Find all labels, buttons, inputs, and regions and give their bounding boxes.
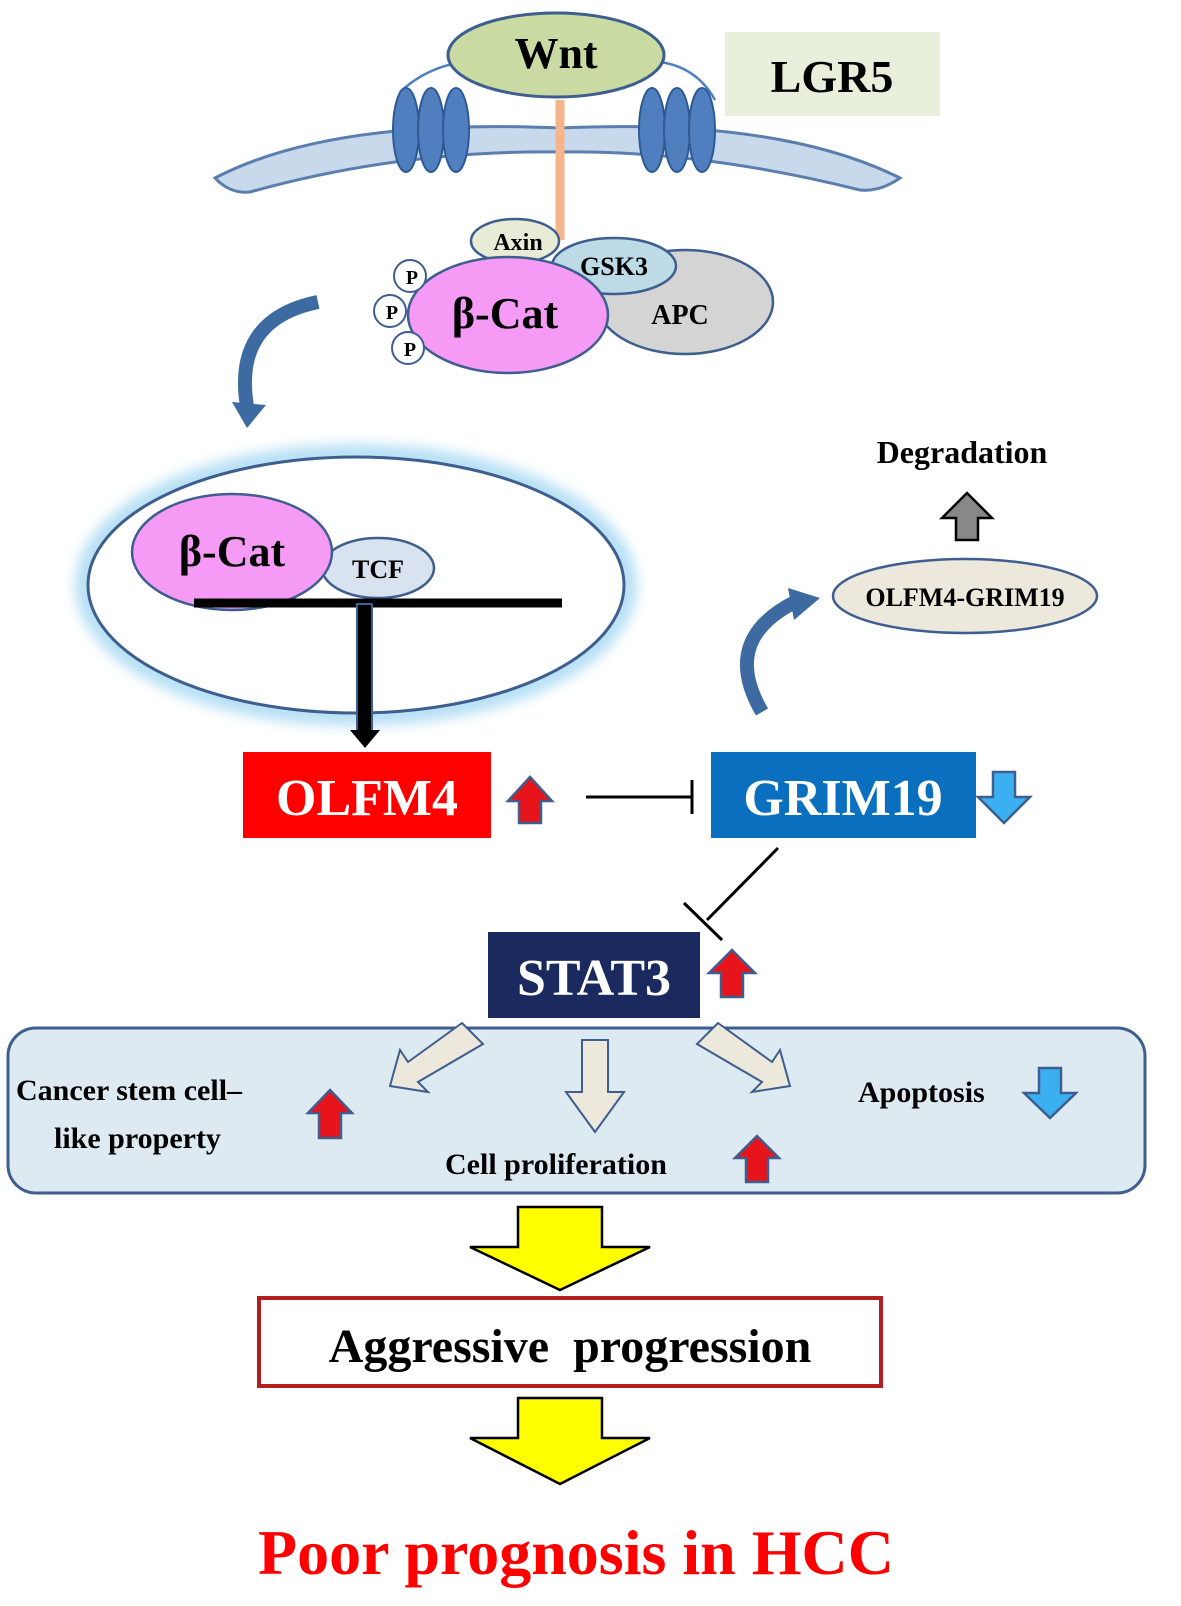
lgr5-receptor-left [392,87,470,173]
olfm4-grim19-complex: OLFM4-GRIM19 [831,557,1099,635]
destruction-complex: APC GSK3 Axin β-Cat P P P [373,217,775,375]
inhibition-line-grim19-stat3 [705,846,780,922]
olfm4-label: OLFM4 [276,770,458,827]
yellow-arrow-1 [469,1205,651,1292]
apoptosis-down-arrow [1020,1066,1080,1120]
stat3-box: STAT3 [488,932,700,1018]
wnt-label: Wnt [514,29,597,78]
translocation-arrow-head [232,402,266,428]
svg-text:P: P [404,339,416,361]
tcf-label: TCF [352,555,404,584]
lgr5-receptor-right [638,87,716,173]
cell-proliferation-up-arrow [731,1134,783,1184]
beta-catenin-nucleus [130,492,334,612]
gsk3-label: GSK3 [580,252,648,281]
translocation-arrow [237,295,320,414]
olfm4-box: OLFM4 [243,752,491,838]
apc-label: APC [651,300,709,331]
cancer-stem-cell-up-arrow [305,1088,355,1140]
svg-text:P: P [406,267,418,289]
effect-arrow-right [695,1021,792,1094]
complex-formation-arrow [740,595,799,716]
cancer-stem-cell-label-line1: Cancer stem cell– [16,1074,243,1107]
effects-panel [6,1026,1147,1195]
poor-prognosis-label: Poor prognosis in HCC [258,1517,894,1588]
beta-catenin-cytoplasm-label: β-Cat [452,289,559,338]
transcription-arrow-head [350,730,380,748]
olfm4-up-arrow [505,775,555,825]
grim19-box: GRIM19 [711,752,976,838]
grim19-label: GRIM19 [743,770,942,827]
lgr5-tag: LGR5 [725,32,940,116]
effect-arrow-left [388,1021,485,1094]
wnt-ligand: Wnt [446,11,666,99]
svg-text:P: P [386,302,398,324]
phosphate-group: P P P [373,259,427,365]
effect-arrow-middle [564,1039,626,1134]
axin-label: Axin [493,230,542,256]
cell-membrane [212,125,903,194]
cell-proliferation-label: Cell proliferation [445,1148,667,1181]
inhibition-bar-grim19-stat3 [682,901,724,942]
apoptosis-label: Apoptosis [858,1076,985,1109]
stat3-label: STAT3 [517,950,671,1007]
aggressive-progression-box: Aggressive progression [257,1296,883,1388]
yellow-arrow-2 [469,1396,651,1486]
stat3-up-arrow [705,948,759,999]
complex-label: OLFM4-GRIM19 [865,583,1064,612]
grim19-down-arrow [974,770,1034,825]
degradation-label: Degradation [877,434,1048,470]
beta-catenin-nucleus-label: β-Cat [179,527,286,576]
beta-catenin-cytoplasm [406,255,610,375]
cancer-stem-cell-label-line2: like property [54,1122,221,1155]
degradation-arrow [938,491,996,542]
aggressive-progression-label: Aggressive progression [329,1320,812,1373]
transcription-arrow-shaft [356,603,373,733]
complex-formation-arrow-head [788,588,820,620]
lgr5-label: LGR5 [771,51,894,102]
